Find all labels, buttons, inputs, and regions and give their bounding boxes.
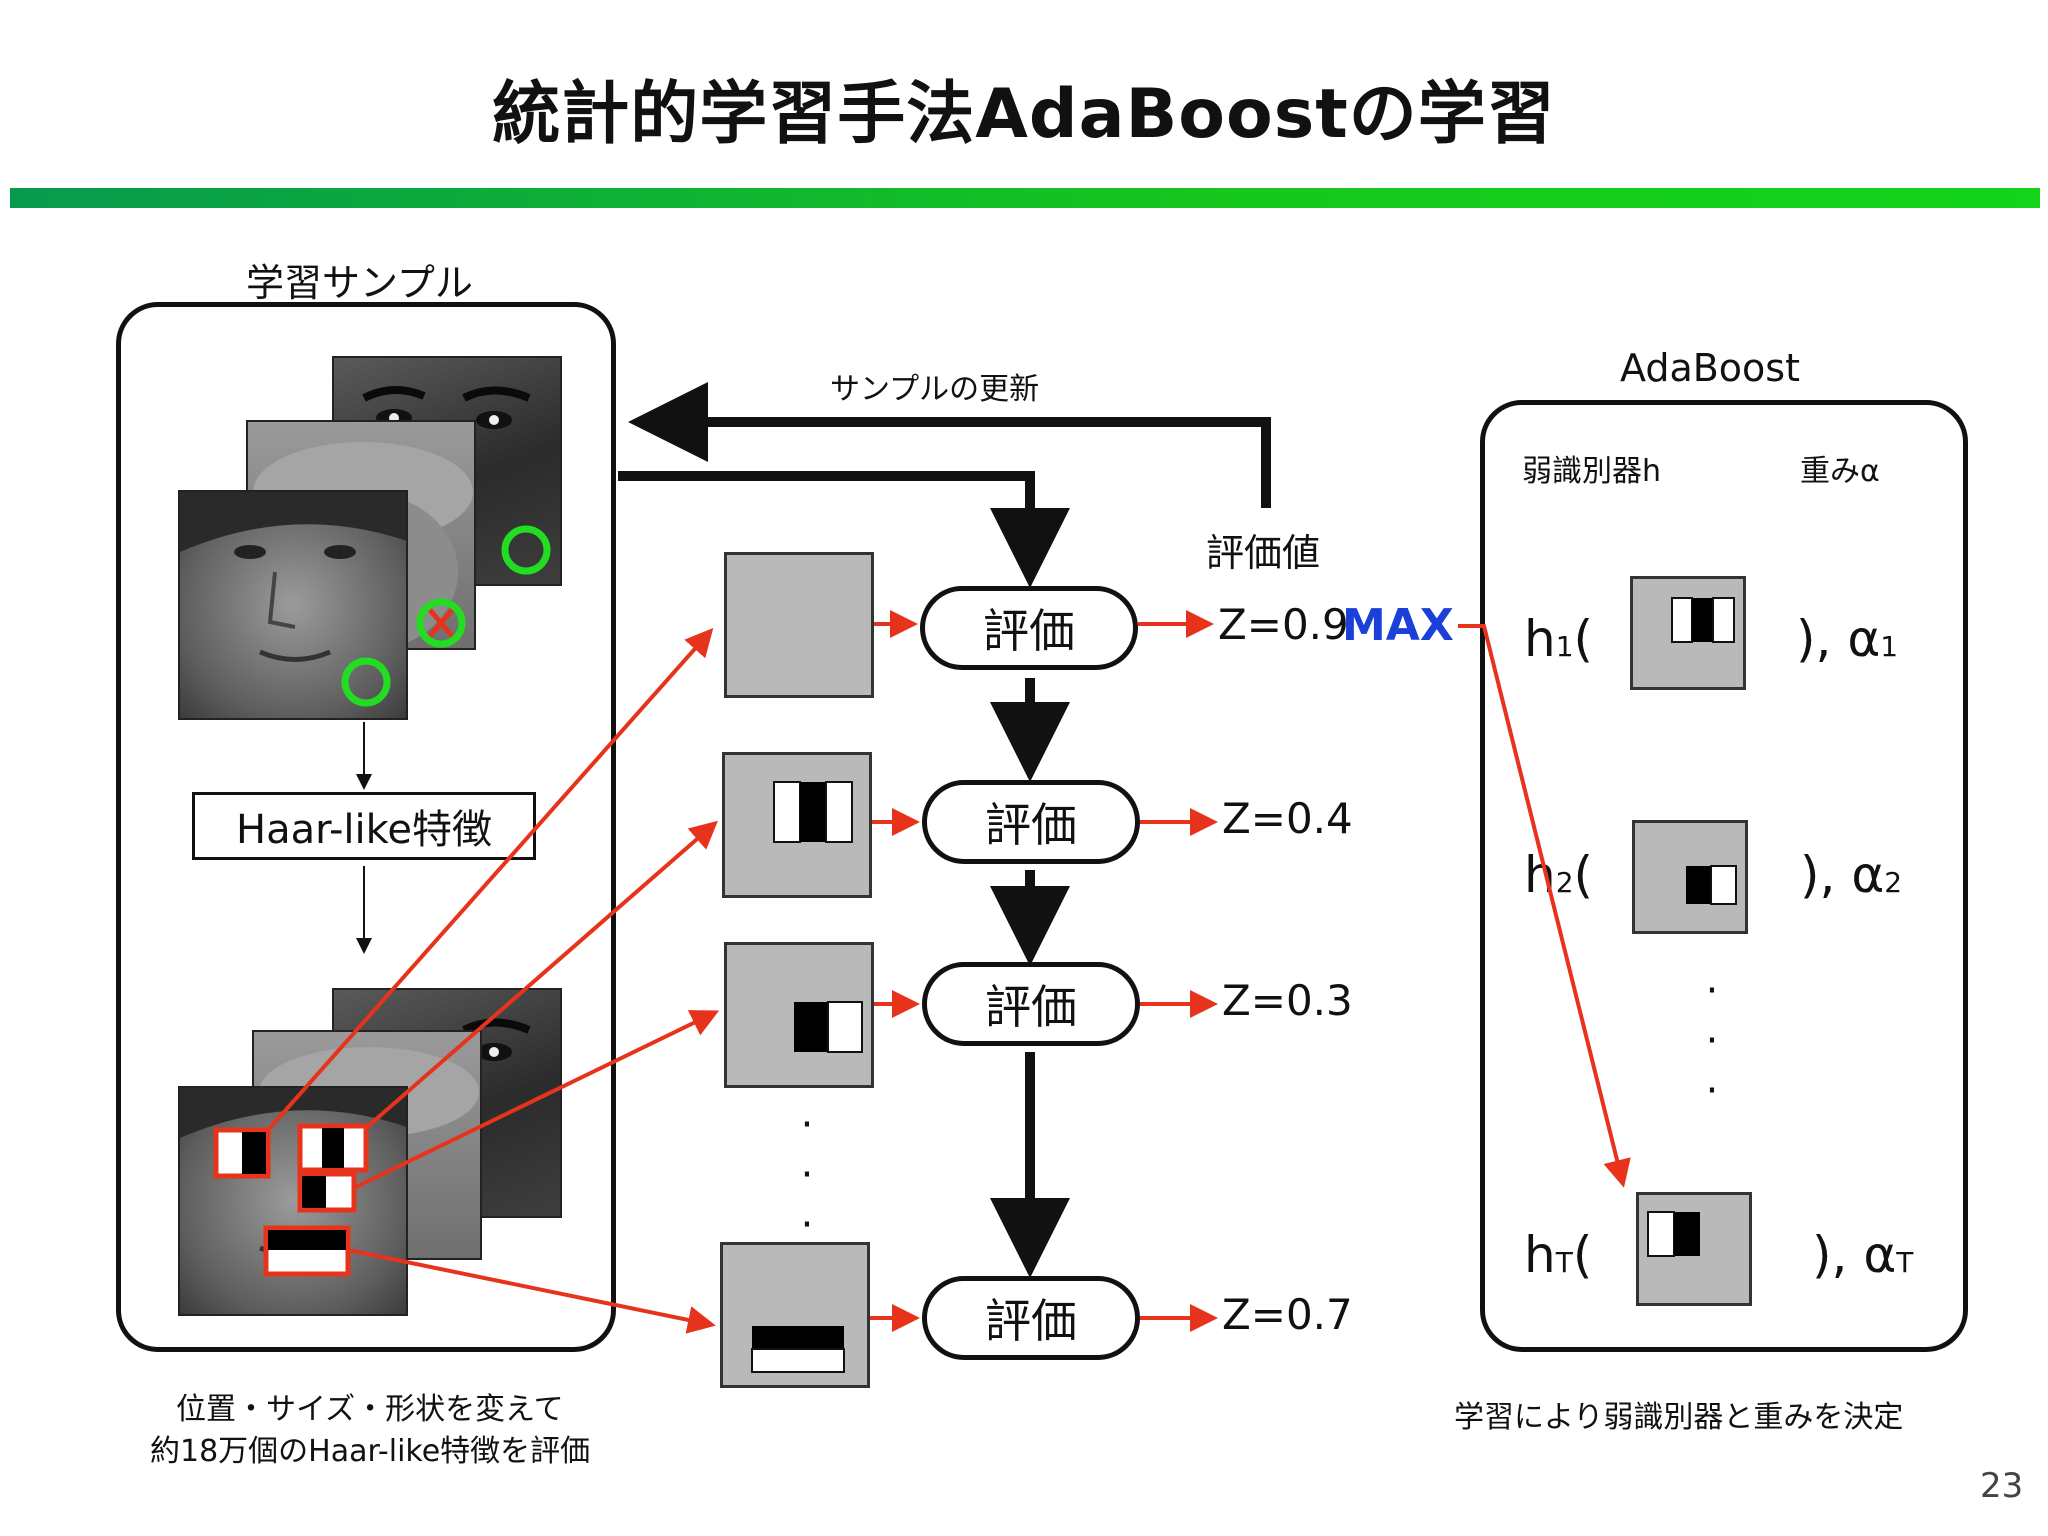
correct-sample-marker xyxy=(341,657,391,707)
face-illustration xyxy=(462,1018,531,1061)
alpha-subscript: T xyxy=(1896,1246,1914,1279)
classifier-row-t-h: hT( xyxy=(1524,1226,1592,1284)
feature-square-two-rect xyxy=(724,942,874,1088)
feature-overlay-three-rect xyxy=(297,1123,369,1173)
classifier-row-t-alpha: ), αT xyxy=(1812,1226,1913,1284)
haar-like-feature-box: Haar-like特徴 xyxy=(192,792,536,860)
weak-classifier-column-label: 弱識別器h xyxy=(1522,454,1662,489)
feature-square-three-rect xyxy=(722,752,872,898)
score-label: 評価値 xyxy=(1206,531,1321,575)
score-value-4: Z=0.7 xyxy=(1222,1290,1353,1339)
haar-two-rect-icon xyxy=(1647,1211,1700,1257)
right-caption: 学習により弱識別器と重みを決定 xyxy=(1454,1400,1904,1435)
feature-overlay-two-rect xyxy=(213,1127,271,1179)
open-paren: ( xyxy=(1573,610,1594,668)
alpha-subscript: 2 xyxy=(1884,866,1903,899)
close-paren: ), xyxy=(1812,1226,1848,1284)
feature-link-arrow xyxy=(266,628,714,1132)
adaboost-heading: AdaBoost xyxy=(1620,346,1800,390)
score-value-1: Z=0.9 xyxy=(1218,600,1349,649)
h-subscript: 2 xyxy=(1555,866,1574,899)
eval-node-2: 評価 xyxy=(922,780,1140,864)
feature-square-horizontal xyxy=(720,1242,870,1388)
close-paren: ), xyxy=(1796,610,1832,668)
left-caption-line2: 約18万個のHaar-like特徴を評価 xyxy=(150,1434,591,1469)
h-subscript: 1 xyxy=(1555,630,1574,663)
classifier-row-1-h: h1( xyxy=(1524,610,1593,668)
haar-horizontal-icon xyxy=(751,1326,845,1373)
sample-update-feedback-arrow xyxy=(628,382,1271,508)
page-number: 23 xyxy=(1980,1466,2024,1506)
classifier-row-1-alpha: ), α1 xyxy=(1796,610,1898,668)
h-subscript: T xyxy=(1555,1246,1573,1279)
feature-overlay-small xyxy=(297,1171,357,1213)
feature-overlay-horizontal xyxy=(263,1225,351,1277)
misclassified-cross-icon xyxy=(428,608,454,638)
alpha-subscript: 1 xyxy=(1880,630,1899,663)
title-underline-bar xyxy=(10,188,2040,208)
haar-two-rect-icon xyxy=(1686,865,1737,905)
eval-node-1: 評価 xyxy=(920,586,1138,670)
feature-link-arrow xyxy=(353,1010,720,1190)
sample-input-flow xyxy=(618,471,1070,588)
weight-column-label: 重みα xyxy=(1800,454,1880,489)
feature-link-arrow xyxy=(364,820,719,1130)
training-samples-panel xyxy=(116,302,616,1352)
classifier-row-2-feature xyxy=(1632,820,1748,934)
left-caption-line1: 位置・サイズ・形状を変えて xyxy=(176,1392,564,1427)
feature-link-arrow xyxy=(347,1248,716,1334)
ellipsis-dots-classifiers: ··· xyxy=(1705,968,1719,1114)
misclassified-sample-marker xyxy=(416,598,466,648)
max-selection-arrow xyxy=(1458,624,1631,1188)
close-paren: ), xyxy=(1800,846,1836,904)
open-paren: ( xyxy=(1572,1226,1593,1284)
h-symbol: h xyxy=(1524,1226,1556,1284)
haar-two-rect-icon xyxy=(794,1001,863,1053)
haar-three-rect-icon xyxy=(1671,597,1735,643)
face-illustration xyxy=(180,492,406,662)
classifier-row-1-feature xyxy=(1630,576,1746,690)
max-label: MAX xyxy=(1342,600,1454,651)
classifier-row-t-feature xyxy=(1636,1192,1752,1306)
adaboost-panel xyxy=(1480,400,1968,1352)
eval-node-3: 評価 xyxy=(922,962,1140,1046)
face-image-front xyxy=(178,490,408,720)
haar-three-rect-icon xyxy=(773,781,853,843)
training-samples-heading: 学習サンプル xyxy=(246,261,473,305)
open-paren: ( xyxy=(1573,846,1594,904)
classifier-row-2-alpha: ), α2 xyxy=(1800,846,1902,904)
score-value-3: Z=0.3 xyxy=(1222,976,1353,1025)
alpha-symbol: α xyxy=(1851,846,1885,904)
alpha-symbol: α xyxy=(1863,1226,1897,1284)
alpha-symbol: α xyxy=(1847,610,1881,668)
sample-update-label: サンプルの更新 xyxy=(830,372,1040,407)
eval-node-4: 評価 xyxy=(922,1276,1140,1360)
feature-square-empty xyxy=(724,552,874,698)
ellipsis-dots-features: ··· xyxy=(800,1102,814,1248)
h-symbol: h xyxy=(1524,610,1556,668)
correct-sample-marker xyxy=(501,525,551,575)
slide-title: 統計的学習手法AdaBoostの学習 xyxy=(492,75,1556,154)
score-value-2: Z=0.4 xyxy=(1222,794,1353,843)
